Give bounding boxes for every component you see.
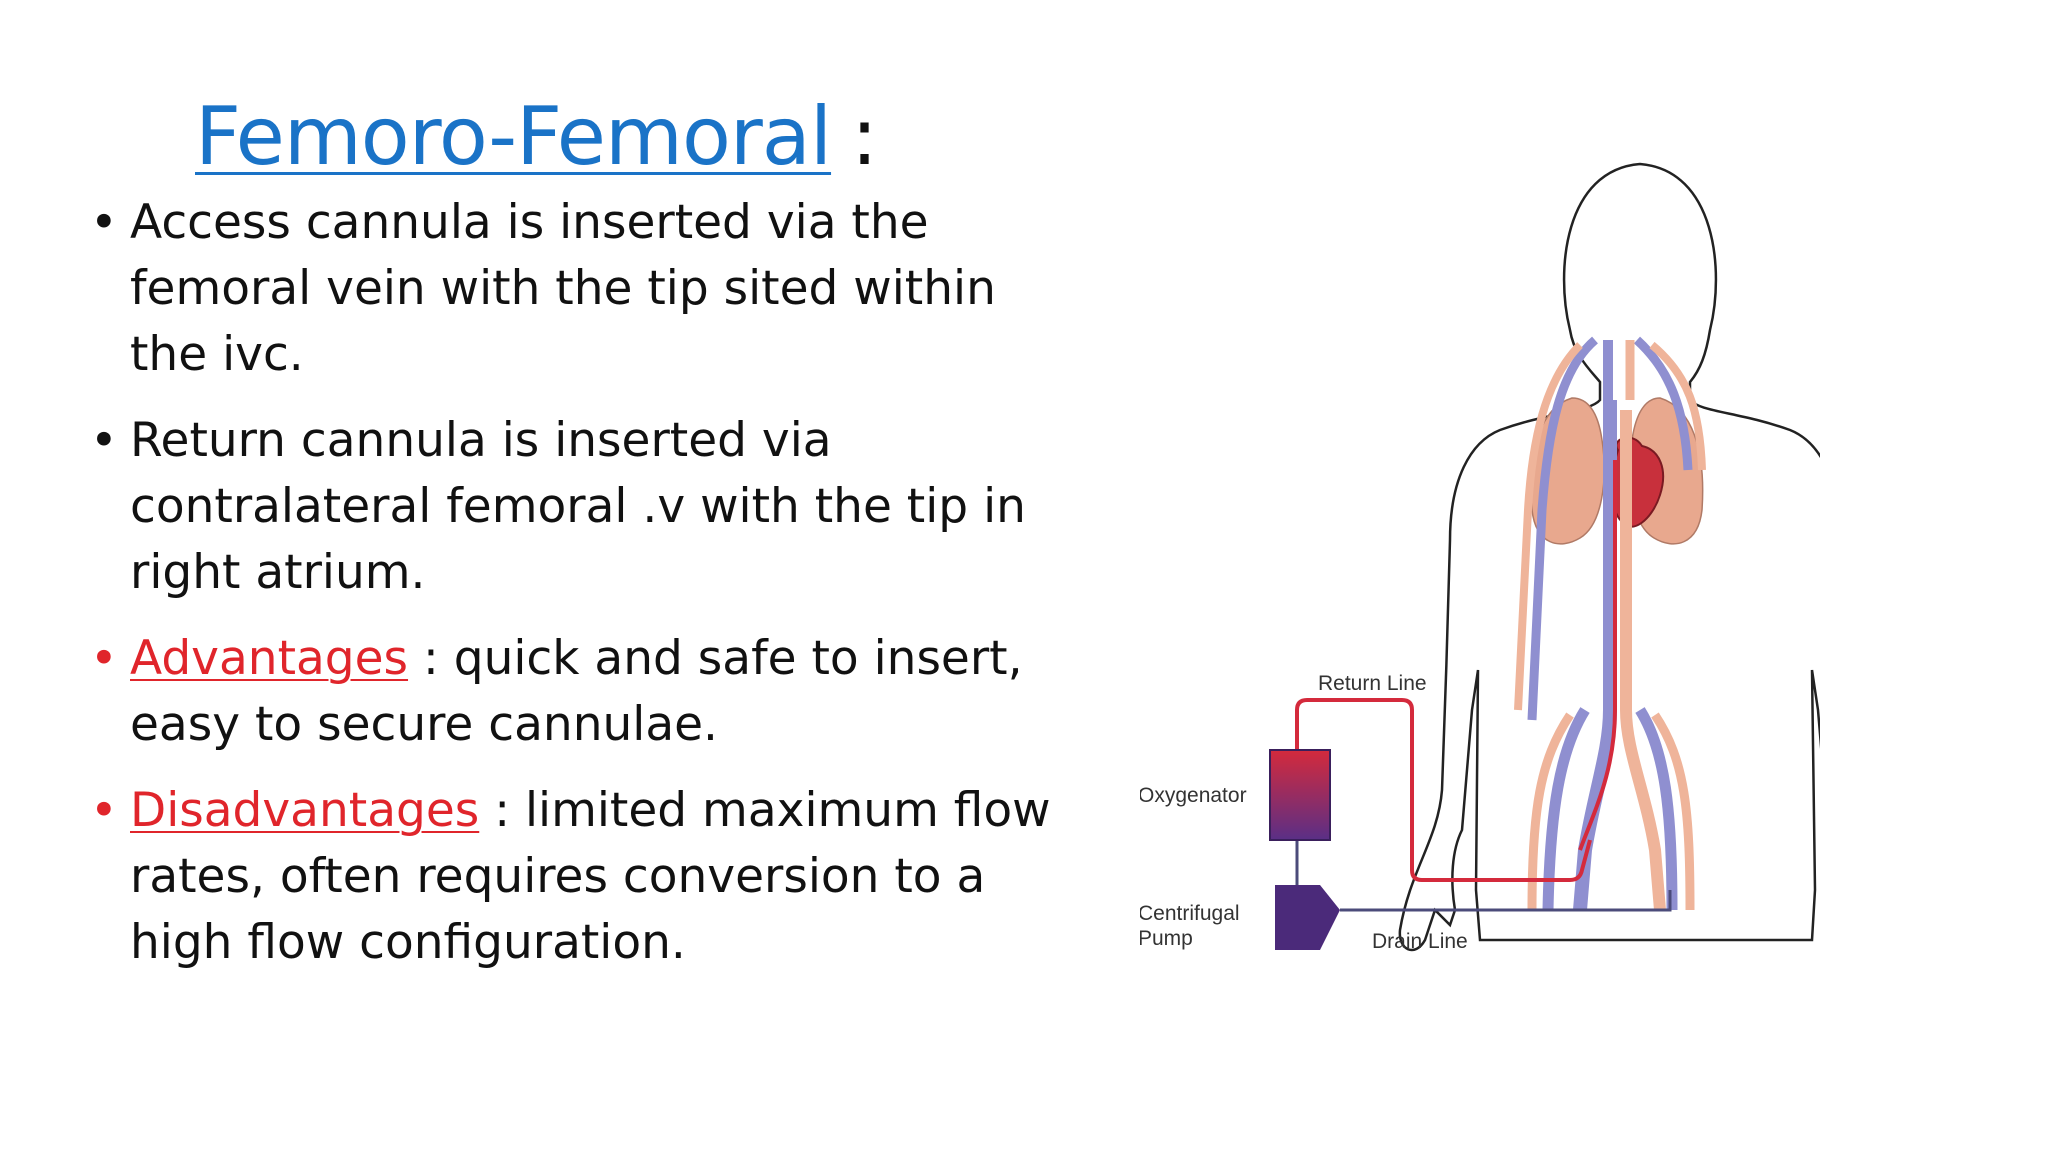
centrifugal-label: Centrifugal xyxy=(1140,902,1240,925)
drain-line xyxy=(1340,890,1672,912)
disadvantages-link[interactable]: Disadvantages xyxy=(130,783,480,838)
right-leg-vein xyxy=(1635,707,1678,911)
bullet-line: the ivc. xyxy=(130,327,304,382)
title-link[interactable]: Femoro-Femoral xyxy=(195,90,832,183)
ecmo-diagram-svg: Return Line Oxygenator Centrifugal Pump … xyxy=(1140,162,1820,953)
slide-title: Femoro-Femoral: xyxy=(195,82,878,192)
bullet-dot: • xyxy=(90,413,118,468)
left-arm-artery xyxy=(1514,342,1583,711)
body-outline xyxy=(1398,162,1820,952)
bullet-line: high flow configuration. xyxy=(130,915,686,970)
bullet-dot: • xyxy=(90,195,118,250)
centrifugal-pump xyxy=(1275,885,1340,950)
bullet-line: right atrium. xyxy=(130,545,426,600)
drain-line-label: Drain Line xyxy=(1372,930,1468,953)
advantages-link[interactable]: Advantages xyxy=(130,631,409,686)
disadvantages-text: : limited maximum flow xyxy=(479,783,1051,838)
aorta xyxy=(1620,410,1666,911)
bullet-disadvantages: • Disadvantages : limited maximum flow r… xyxy=(90,778,1090,976)
right-leg-artery xyxy=(1651,712,1695,911)
left-leg-artery xyxy=(1527,712,1574,911)
oxygenator-label: Oxygenator xyxy=(1140,784,1247,807)
left-arm-vein xyxy=(1527,336,1599,721)
bullet-line: Access cannula is inserted via the xyxy=(130,195,929,250)
bullet-dot: • xyxy=(90,783,118,838)
advantages-text: : quick and safe to insert, xyxy=(408,631,1023,686)
ecmo-diagram: Return Line Oxygenator Centrifugal Pump … xyxy=(1140,150,1820,970)
bullet-return-cannula: • Return cannula is inserted via contral… xyxy=(90,408,1090,606)
return-cannula xyxy=(1578,460,1617,851)
bullet-list: • Access cannula is inserted via the fem… xyxy=(90,190,1090,996)
bullet-advantages: • Advantages : quick and safe to insert,… xyxy=(90,626,1090,758)
bullet-line: rates, often requires conversion to a xyxy=(130,849,986,904)
bullet-dot: • xyxy=(90,631,118,686)
bullet-access-cannula: • Access cannula is inserted via the fem… xyxy=(90,190,1090,388)
title-colon: : xyxy=(851,90,878,183)
pump-label: Pump xyxy=(1140,927,1193,950)
vena-cava xyxy=(1573,400,1617,911)
oxygenator-box xyxy=(1269,749,1331,841)
return-line xyxy=(1295,698,1592,882)
right-arm-vein xyxy=(1633,336,1693,471)
bullet-line: femoral vein with the tip sited within xyxy=(130,261,996,316)
bullet-line: Return cannula is inserted via xyxy=(130,413,832,468)
bullet-line: easy to secure cannulae. xyxy=(130,697,718,752)
left-leg-vein xyxy=(1542,707,1590,911)
bullet-line: Advantages : quick and safe to insert, xyxy=(130,626,1090,692)
right-arm-artery xyxy=(1649,341,1706,471)
return-line-label: Return Line xyxy=(1318,672,1427,695)
bullet-line: contralateral femoral .v with the tip in xyxy=(130,479,1026,534)
bullet-line: Disadvantages : limited maximum flow xyxy=(130,778,1090,844)
